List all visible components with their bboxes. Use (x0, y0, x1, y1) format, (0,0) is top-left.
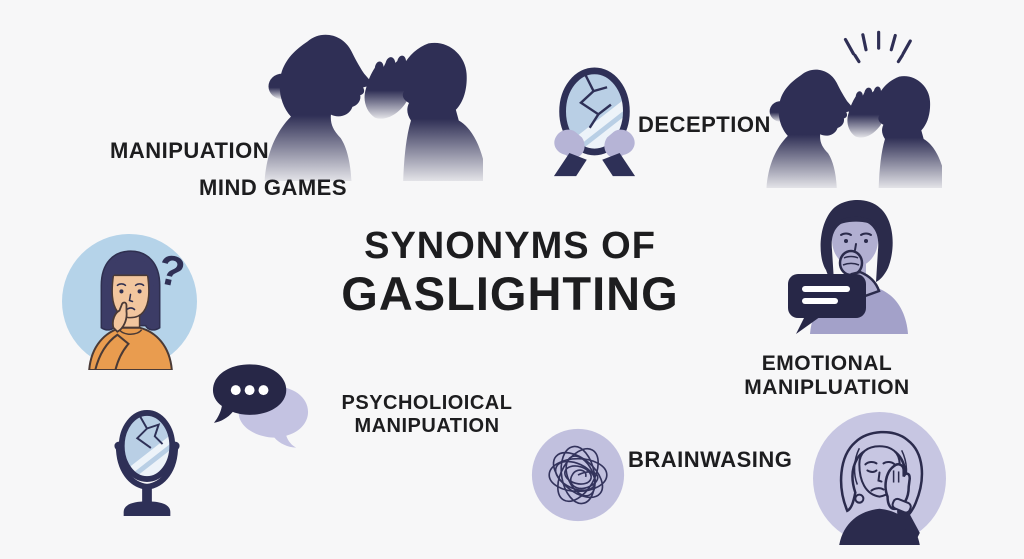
tangled-scribble-icon (530, 427, 626, 523)
sad-woman-circle-icon (813, 412, 946, 545)
page-title: SYNONYMS OF GASLIGHTING (312, 225, 708, 320)
label-manipulation: MANIPUATION (110, 138, 270, 163)
whispering-people-alert-icon (760, 30, 942, 188)
chat-bubbles-icon (209, 358, 313, 450)
label-brainwashing: BRAINWASING (628, 447, 793, 472)
label-psychological-line2: MANIPUATION (354, 415, 500, 437)
whispering-people-silhouette-icon (255, 20, 483, 181)
label-emotional-line2: MANIPLUATION (744, 376, 910, 400)
label-emotional-line1: EMOTIONAL (761, 352, 893, 375)
thinking-woman-circle-icon: ? (61, 233, 198, 370)
label-psychological-line1: PSYCHOLIOICAL (341, 392, 513, 414)
title-line-2: GASLIGHTING (341, 266, 679, 320)
label-emotional-manipulation: EMOTIONAL MANIPLUATION (727, 352, 927, 400)
broken-mirror-stand-icon (112, 407, 182, 520)
label-deception: DECEPTION (638, 112, 771, 137)
title-line-1: SYNONYMS OF (364, 225, 656, 267)
alert-lines-icon (843, 30, 912, 64)
worried-woman-speech-bubble-icon (782, 186, 922, 334)
broken-mirror-hands-icon (546, 66, 643, 180)
label-psychological-manipulation: PSYCHOLIOICAL MANIPUATION (337, 392, 517, 438)
